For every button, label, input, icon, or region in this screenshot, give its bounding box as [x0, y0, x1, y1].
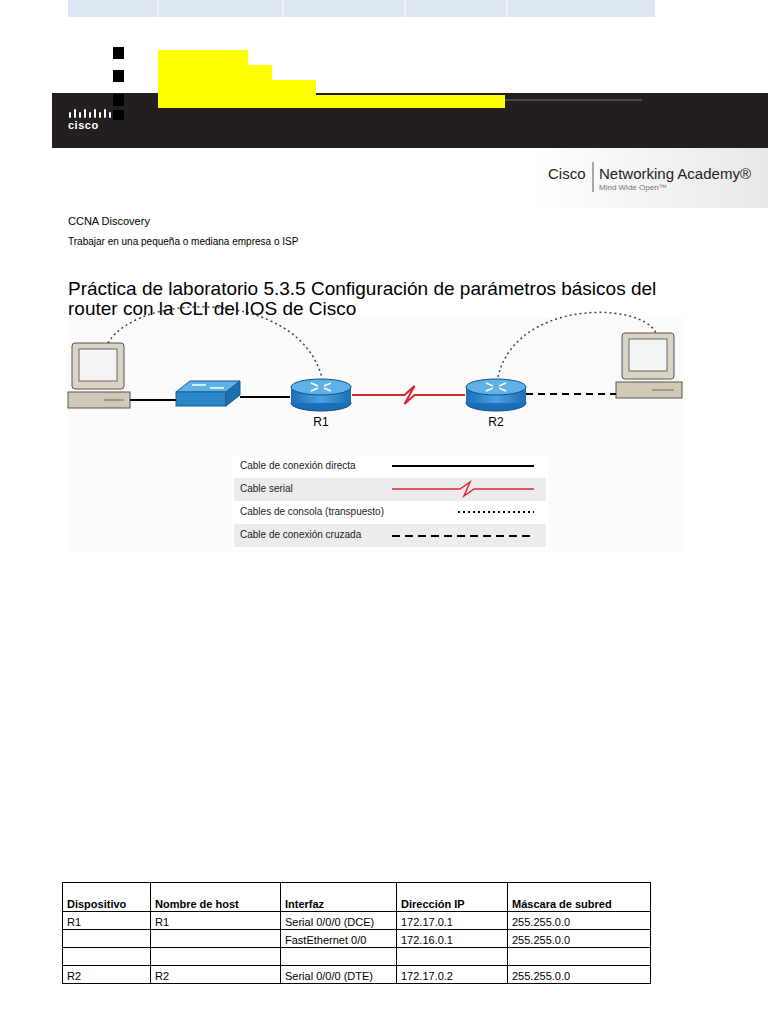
course-name: CCNA Discovery — [68, 215, 150, 227]
straight-cable — [130, 399, 176, 401]
table-cell: 172.17.0.1 — [397, 912, 508, 930]
table-cell: Interfaz — [281, 883, 397, 912]
legend-text: Cable de conexión directa — [240, 460, 356, 471]
table-cell — [63, 930, 151, 948]
cell-text: Nombre de host — [155, 898, 239, 910]
switch-icon — [176, 381, 240, 406]
cell-text: R1 — [155, 916, 169, 928]
table-row: Dispositivo Nombre de host Interfaz Direcci… — [63, 883, 651, 912]
legend-sample-console — [458, 511, 534, 513]
legend-row-shade — [234, 478, 546, 501]
table-cell: R1 — [151, 912, 281, 930]
straight-cable — [240, 396, 290, 398]
router-label: R1 — [290, 415, 352, 429]
page-title: Práctica de laboratorio 5.3.5 Configurac… — [68, 279, 668, 319]
cell-text: Serial 0/0/0 (DCE) — [285, 916, 374, 928]
router-icon — [465, 378, 527, 412]
table-cell: Nombre de host — [151, 883, 281, 912]
table-row: R2 R2 Serial 0/0/0 (DTE) 172.17.0.2 255.255.… — [63, 966, 651, 984]
table-cell: Dirección IP — [397, 883, 508, 912]
cell-text: 255.255.0.0 — [512, 934, 570, 946]
cell-text: R1 — [67, 916, 81, 928]
pc-right — [616, 333, 682, 398]
table-cell — [151, 930, 281, 948]
header-band — [52, 93, 768, 148]
course-subtitle: Trabajar en una pequeña o mediana empres… — [68, 236, 298, 247]
cisco-bars — [70, 110, 110, 117]
top-band — [68, 0, 655, 17]
address-table: Dispositivo Nombre de host Interfaz Direcci… — [62, 882, 651, 984]
cell-text: 255.255.0.0 — [512, 916, 570, 928]
cell-text: 255.255.0.0 — [512, 970, 570, 982]
pc-left — [68, 343, 130, 408]
table-row — [63, 948, 651, 966]
legend-sample-straight — [392, 465, 534, 467]
table-cell: R2 — [151, 966, 281, 984]
router-label: R2 — [465, 415, 527, 429]
legend-sample-serial — [392, 482, 534, 496]
table-cell: R2 — [63, 966, 151, 984]
diagram-ground — [68, 318, 684, 552]
console-cable — [497, 312, 656, 382]
router-node: R1 — [290, 378, 352, 429]
legend-box — [232, 455, 548, 550]
legend-text: Cables de consola (transpuesto) — [240, 506, 384, 517]
cell-text: 172.17.0.1 — [401, 916, 453, 928]
legend-row-shade — [234, 524, 546, 547]
table-cell: Serial 0/0/0 (DCE) — [281, 912, 397, 930]
cell-text: 172.16.0.1 — [401, 934, 453, 946]
table-row: FastEthernet 0/0 172.16.0.1 255.255.0.0 — [63, 930, 651, 948]
crossover-cable — [526, 393, 616, 395]
academy-divider — [593, 162, 594, 192]
cell-text: R2 — [155, 970, 169, 982]
table-cell — [397, 948, 508, 966]
cell-text: Dispositivo — [67, 898, 126, 910]
cell-text: R2 — [67, 970, 81, 982]
table-cell — [508, 948, 651, 966]
legend-text: Cable de conexión cruzada — [240, 529, 361, 540]
legend-text: Cable serial — [240, 483, 293, 494]
cell-text: Dirección IP — [401, 898, 465, 910]
table-cell: Dispositivo — [63, 883, 151, 912]
table-cell — [63, 948, 151, 966]
cell-text: Interfaz — [285, 898, 324, 910]
table-cell — [151, 948, 281, 966]
brand-name: Networking Academy® — [599, 165, 751, 182]
cell-text: 172.17.0.2 — [401, 970, 453, 982]
table-cell: FastEthernet 0/0 — [281, 930, 397, 948]
table-cell: 172.17.0.2 — [397, 966, 508, 984]
cell-text: Máscara de subred — [512, 898, 612, 910]
cell-text: FastEthernet 0/0 — [285, 934, 366, 946]
brand-name: Cisco — [548, 165, 586, 182]
table-cell: 172.16.0.1 — [397, 930, 508, 948]
table-cell: 255.255.0.0 — [508, 966, 651, 984]
academy-panel — [535, 148, 768, 208]
yellow-steps — [158, 50, 505, 108]
cell-text: Serial 0/0/0 (DTE) — [285, 970, 373, 982]
logo-word: cisco — [68, 119, 99, 131]
band-dividers — [158, 0, 507, 17]
tagline: Mind Wide Open™ — [599, 183, 667, 192]
table-cell: 255.255.0.0 — [508, 930, 651, 948]
table-row: R1 R1 Serial 0/0/0 (DCE) 172.17.0.1 255.255.… — [63, 912, 651, 930]
serial-cable — [352, 386, 465, 404]
legend-sample-crossover — [392, 535, 534, 537]
router-icon — [290, 378, 352, 412]
table-cell — [281, 948, 397, 966]
table-cell: 255.255.0.0 — [508, 912, 651, 930]
router-node: R2 — [465, 378, 527, 429]
table-cell: Serial 0/0/0 (DTE) — [281, 966, 397, 984]
table-cell: R1 — [63, 912, 151, 930]
table-cell: Máscara de subred — [508, 883, 651, 912]
black-squares — [113, 47, 124, 120]
